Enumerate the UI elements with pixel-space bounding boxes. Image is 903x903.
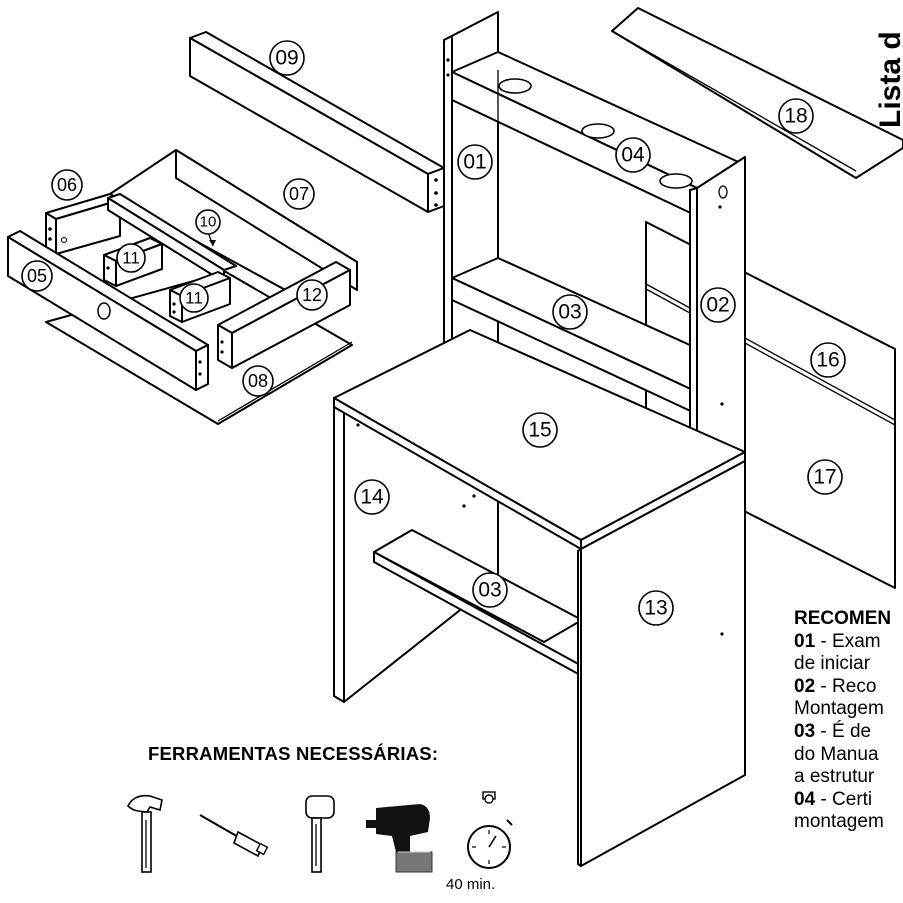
recommendations-panel: RECOMEN 01 - Exam de iniciar 02 - Reco M… xyxy=(794,608,903,898)
recommendation-line: 01 - Exam xyxy=(794,630,881,652)
recommendations-title: RECOMEN xyxy=(794,608,892,629)
svg-text:06: 06 xyxy=(57,175,77,195)
svg-text:11: 11 xyxy=(185,289,203,308)
part-label-11-a: 11 xyxy=(116,243,146,273)
svg-text:01: 01 xyxy=(463,151,486,174)
svg-text:03: 03 xyxy=(558,301,581,324)
part-label-08: 08 xyxy=(242,365,274,397)
part-label-03-bottom: 03 xyxy=(472,572,508,608)
parts-list-heading: Lista d xyxy=(874,31,903,128)
part-label-11-b: 11 xyxy=(179,283,209,313)
stopwatch-icon xyxy=(467,791,513,869)
recommendation-line: 04 - Certi xyxy=(794,788,873,810)
recommendation-line: Montagem xyxy=(794,698,884,720)
part-label-04: 04 xyxy=(615,137,651,173)
recommendation-line: a estrutur xyxy=(794,766,875,788)
svg-text:02: 02 xyxy=(706,294,729,317)
part-label-01: 01 xyxy=(457,144,493,180)
recommendation-line: do Manua xyxy=(794,743,879,765)
drill-icon xyxy=(366,804,433,873)
part-label-15: 15 xyxy=(522,412,558,448)
recommendation-line: 03 - É de xyxy=(794,720,872,742)
svg-text:03: 03 xyxy=(478,579,501,602)
svg-text:14: 14 xyxy=(360,486,384,509)
tools-heading: FERRAMENTAS NECESSÁRIAS: xyxy=(148,743,439,764)
hammer-icon xyxy=(127,794,163,873)
svg-text:15: 15 xyxy=(528,419,551,442)
svg-text:16: 16 xyxy=(816,349,839,372)
part-label-13: 13 xyxy=(638,590,674,626)
part-label-14: 14 xyxy=(354,479,390,515)
mallet-icon xyxy=(305,795,335,873)
svg-text:05: 05 xyxy=(27,266,47,286)
svg-text:13: 13 xyxy=(644,597,667,620)
part-label-06: 06 xyxy=(51,169,83,201)
screwdriver-icon xyxy=(199,814,269,858)
part-label-18: 18 xyxy=(778,98,814,134)
part-label-07: 07 xyxy=(283,178,315,210)
svg-text:12: 12 xyxy=(302,285,322,305)
part-18-panel xyxy=(611,7,903,179)
svg-text:07: 07 xyxy=(289,184,309,204)
svg-text:17: 17 xyxy=(813,466,836,489)
assembly-time-label: 40 min. xyxy=(446,876,496,893)
svg-text:10: 10 xyxy=(200,214,217,231)
part-label-09: 09 xyxy=(269,40,305,76)
svg-text:11: 11 xyxy=(122,249,140,268)
desk-base xyxy=(333,329,746,867)
part-09-board xyxy=(189,31,445,213)
part-label-02: 02 xyxy=(700,287,736,323)
recommendation-line: 02 - Reco xyxy=(794,675,877,697)
hutch-assembly xyxy=(443,11,746,481)
svg-text:18: 18 xyxy=(784,105,807,128)
part-label-17: 17 xyxy=(807,459,843,495)
part-label-12: 12 xyxy=(296,279,328,311)
svg-text:04: 04 xyxy=(621,144,645,167)
svg-text:08: 08 xyxy=(248,371,268,391)
part-label-10: 10 xyxy=(195,209,221,235)
part-label-03-top: 03 xyxy=(552,294,588,330)
part-label-16: 16 xyxy=(810,342,846,378)
part-label-05: 05 xyxy=(21,260,53,292)
recommendation-line: de iniciar xyxy=(794,653,871,675)
recommendation-line: montagem xyxy=(794,811,884,833)
svg-text:09: 09 xyxy=(275,47,298,70)
